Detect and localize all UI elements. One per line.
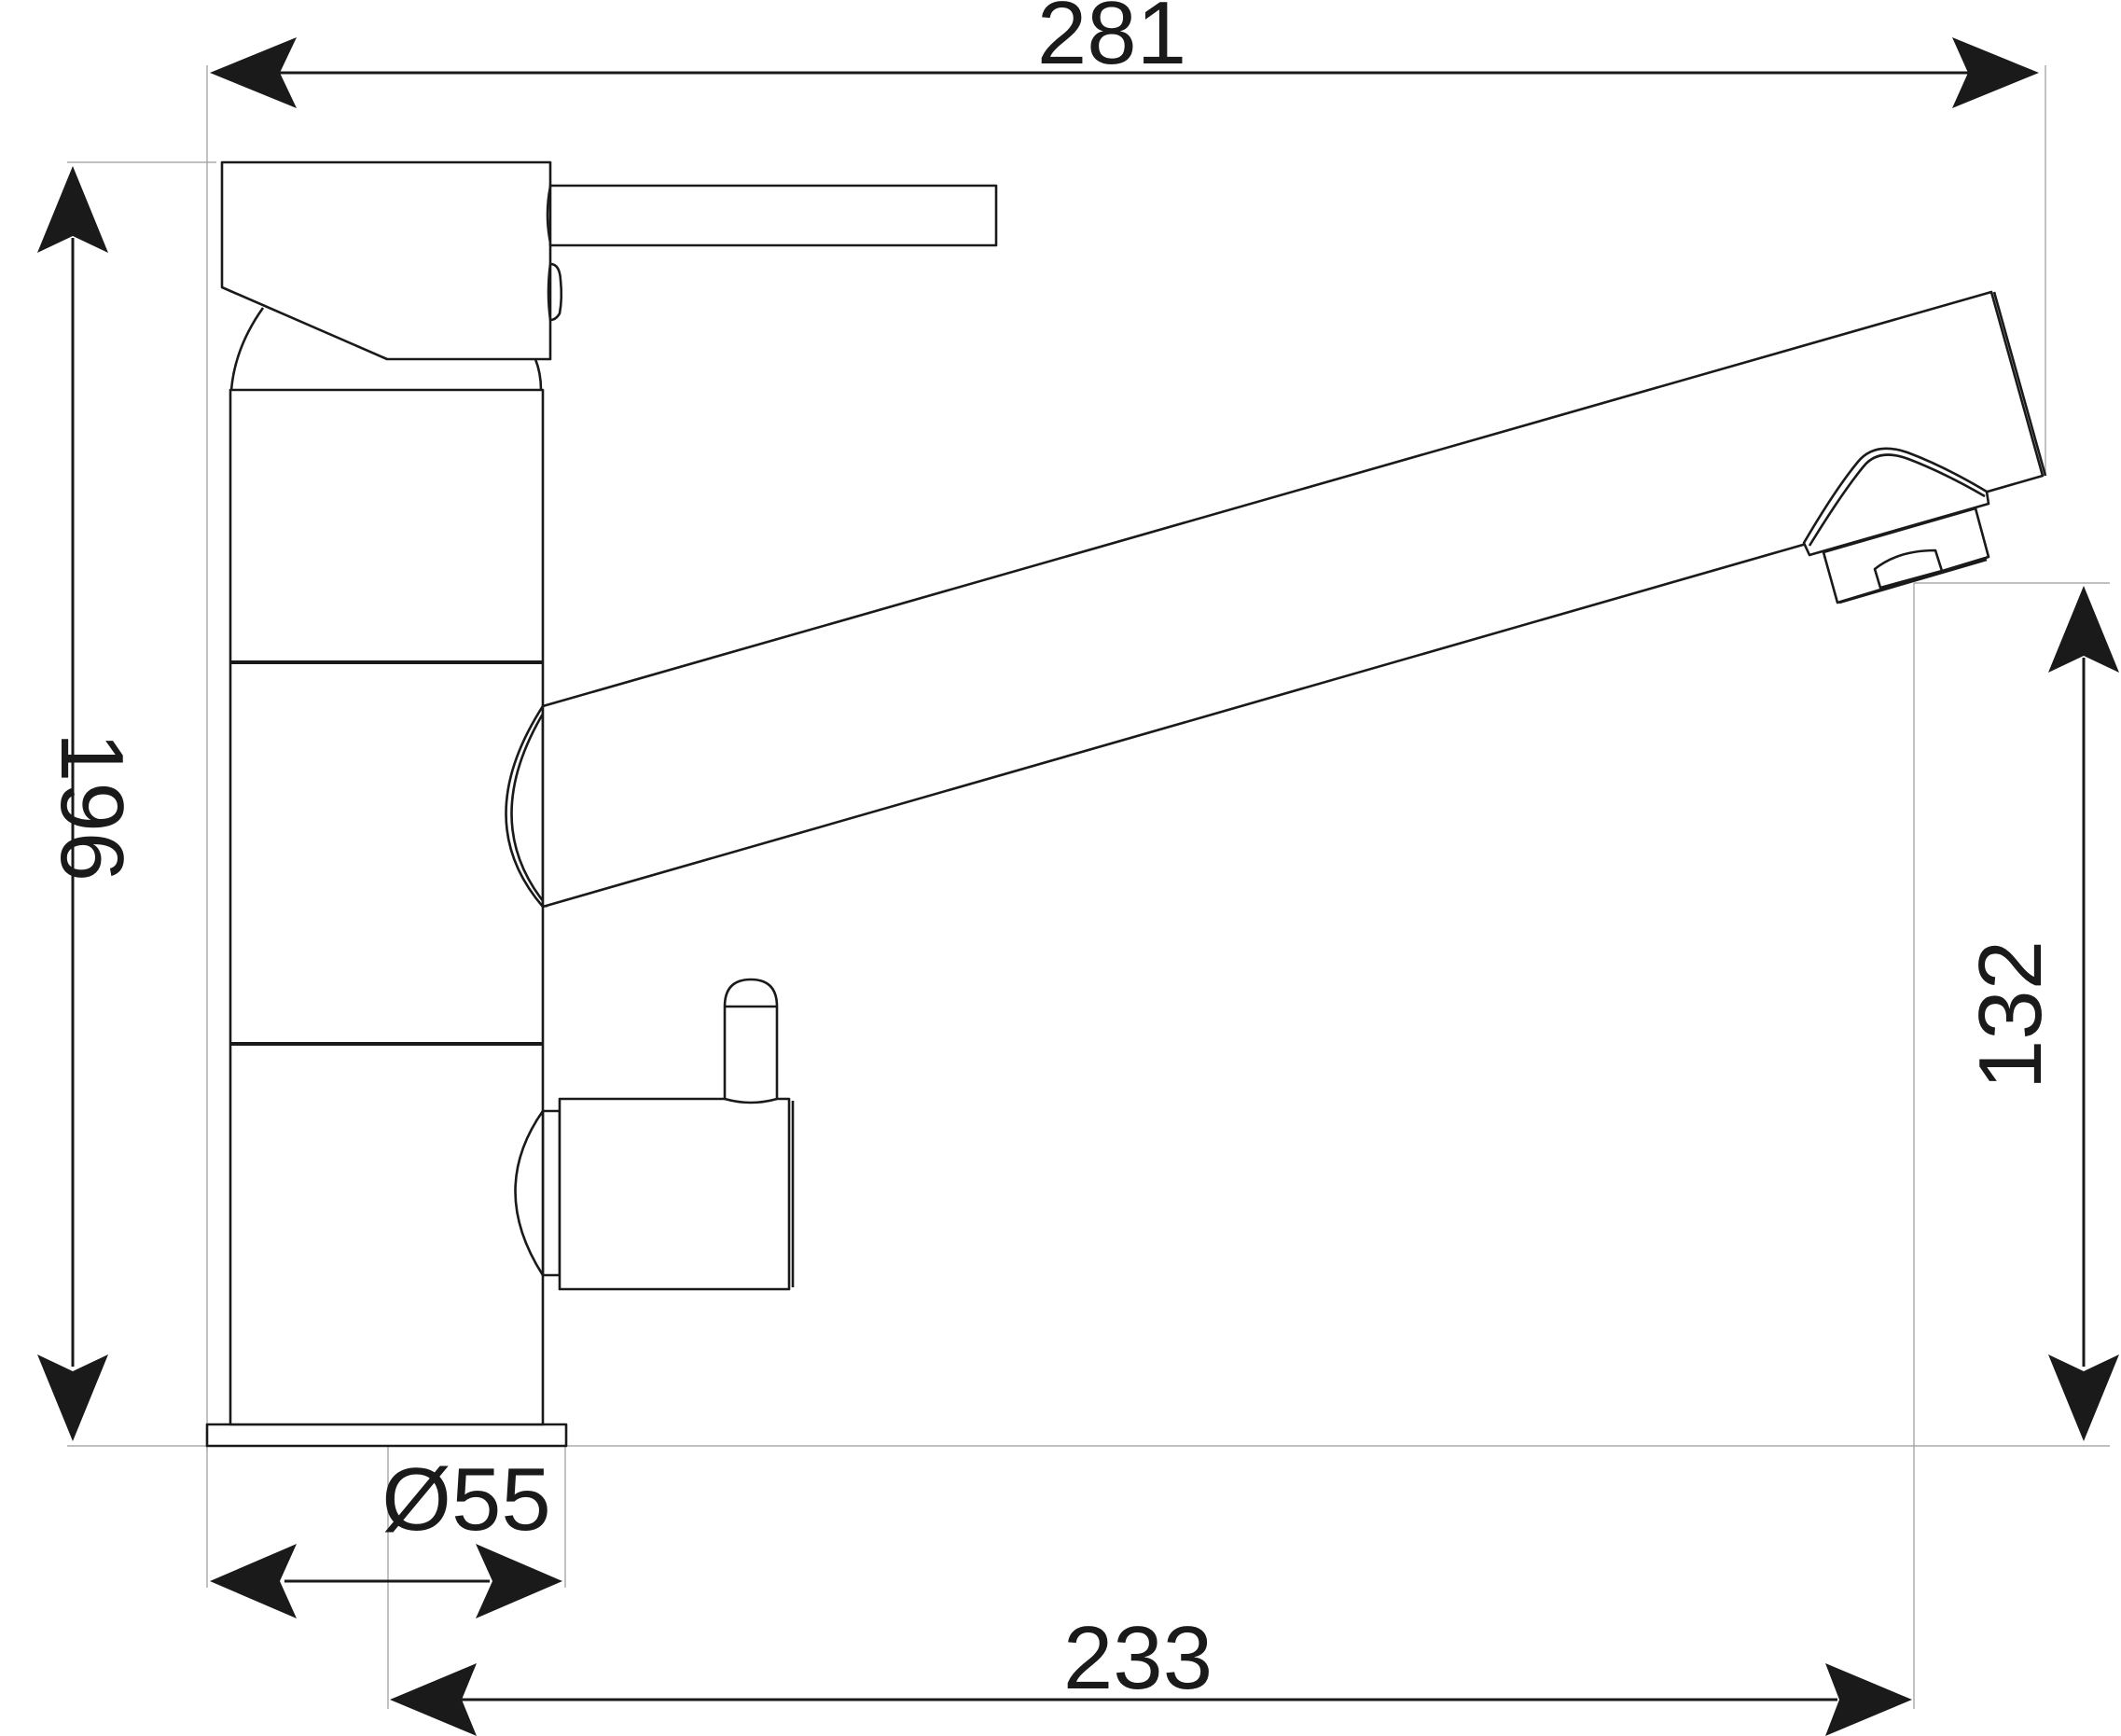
base-diameter-label: Ø55	[381, 1450, 550, 1549]
side-valve-body	[558, 1097, 791, 1291]
side-valve-collar	[514, 1109, 545, 1277]
faucet-body	[205, 160, 2047, 1448]
spout-reach-label: 233	[1063, 1608, 1213, 1708]
spray-head-hook	[1802, 447, 1990, 557]
overall-height-label: 196	[42, 732, 142, 882]
lever-neck	[229, 307, 265, 391]
spout-arm	[541, 290, 2045, 909]
side-valve-knob	[723, 978, 779, 1104]
dimension-spout-height: 132	[1961, 586, 2119, 1441]
spout-swivel-collar	[505, 704, 545, 909]
lever-handle	[548, 184, 998, 247]
lever-head	[220, 160, 552, 361]
dimension-spout-reach: 233	[390, 1608, 1912, 1736]
base-plate	[205, 1423, 568, 1448]
main-column	[229, 388, 545, 1426]
overall-length-label: 281	[1037, 0, 1186, 83]
dimension-overall-height: 196	[37, 166, 142, 1441]
dimension-overall-length: 281	[210, 0, 2039, 108]
spout-height-label: 132	[1961, 940, 2060, 1090]
dimension-base-diameter: Ø55	[210, 1450, 562, 1618]
